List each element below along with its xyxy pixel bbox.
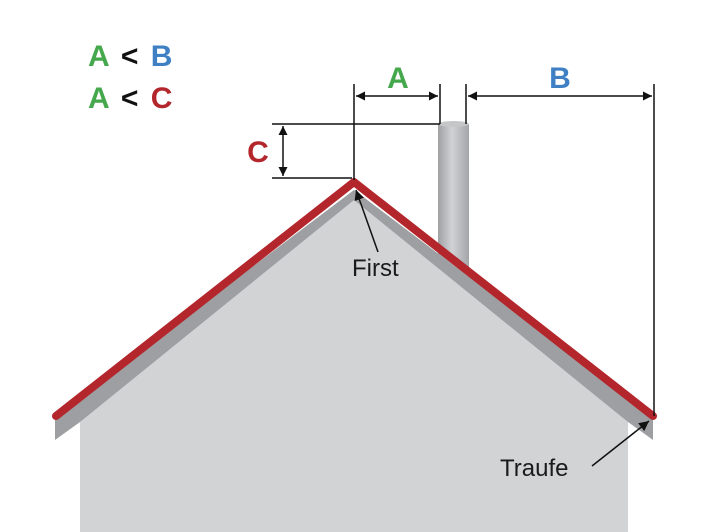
traufe-label: Traufe bbox=[500, 455, 568, 482]
traufe-pointer-arrow bbox=[591, 420, 650, 467]
condition-1-operator: < bbox=[121, 40, 139, 73]
condition-1-left: A bbox=[88, 40, 109, 73]
dimension-c-label: C bbox=[247, 136, 269, 169]
condition-2-right: C bbox=[151, 82, 173, 115]
house-wall bbox=[80, 190, 628, 532]
conditions-legend: A < B A < C bbox=[88, 40, 172, 115]
condition-2-left: A bbox=[88, 82, 109, 115]
first-pointer-arrow bbox=[354, 189, 379, 253]
first-label: First bbox=[352, 255, 399, 282]
condition-2-operator: < bbox=[121, 82, 139, 115]
condition-1-right: B bbox=[151, 40, 173, 73]
roof-line bbox=[52, 178, 657, 420]
condition-2: A < C bbox=[88, 82, 172, 115]
dimension-a-label: A bbox=[387, 62, 409, 95]
condition-1: A < B bbox=[88, 40, 172, 73]
dimension-b-label: B bbox=[549, 62, 571, 95]
